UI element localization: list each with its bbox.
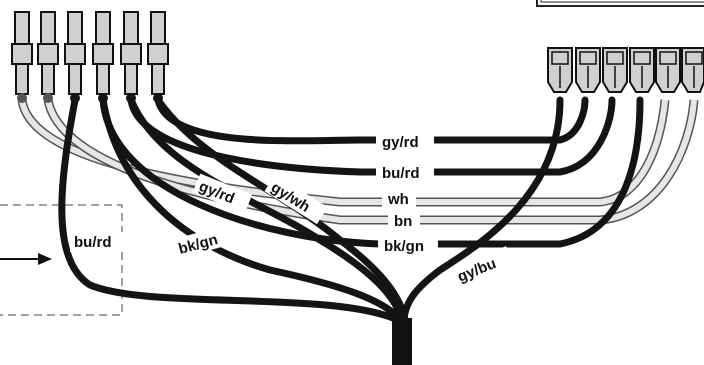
left-terminal-2: [37, 11, 59, 103]
left-terminal-3: [64, 11, 86, 103]
left-terminals: [11, 11, 169, 103]
label-bu-rd-left: bu/rd: [74, 234, 112, 251]
wire-gy-rd-diag: [127, 96, 406, 324]
wire-bk-gn-right: [99, 96, 644, 248]
harness-sheath: [392, 318, 412, 365]
wire-bk-gn-left: [99, 96, 404, 324]
right-terminal-5: [655, 47, 681, 93]
label-wh: wh: [387, 191, 409, 208]
right-terminal-4: [629, 47, 655, 93]
left-terminal-5: [120, 11, 142, 103]
wire-bu-rd-right: [127, 96, 616, 176]
right-terminal-3: [602, 47, 628, 93]
left-terminal-1: [11, 11, 33, 103]
arrow-icon: [0, 253, 52, 265]
right-terminal-2: [575, 47, 601, 93]
label-bn: bn: [394, 213, 412, 230]
left-terminal-4: [92, 11, 114, 103]
label-gy-rd-top: gy/rd: [382, 134, 419, 151]
wire-bu-rd-left: [58, 96, 402, 324]
label-bk-gn-left: bk/gn: [177, 231, 220, 258]
label-bk-gn-right: bk/gn: [384, 238, 424, 255]
dashed-connector-outline: [0, 204, 123, 316]
label-bu-rd-right: bu/rd: [382, 165, 420, 182]
top-right-box-edge: [536, 0, 704, 7]
dark-wires: [58, 96, 644, 324]
right-terminal-6: [681, 47, 704, 93]
wire-labels: gy/rd bu/rd wh bn bk/gn gy/bu gy/rd gy/w…: [70, 131, 514, 288]
wire-gy-wh: [154, 96, 409, 324]
wire-gy-bu: [400, 96, 564, 324]
right-terminals: [547, 47, 704, 93]
right-terminal-1: [547, 47, 573, 93]
wire-gy-rd-top: [154, 96, 589, 145]
left-terminal-6: [147, 11, 169, 103]
